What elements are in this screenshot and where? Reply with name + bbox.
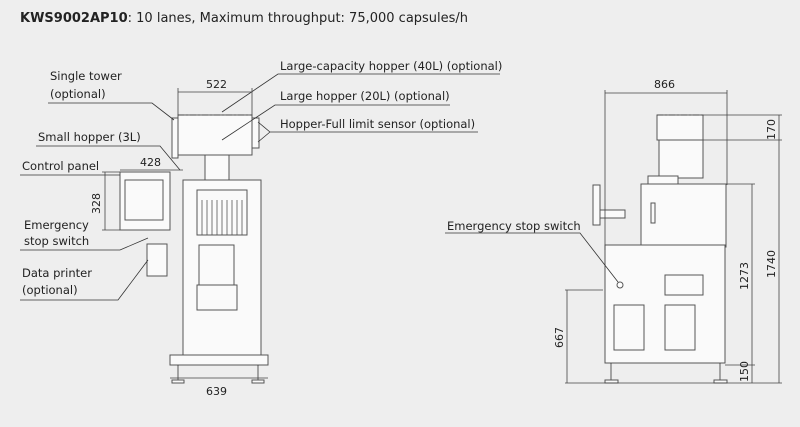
label-small-hopper: Small hopper (3L) <box>38 130 141 144</box>
single-tower <box>171 117 179 159</box>
label-hopper-sensor: Hopper-Full limit sensor (optional) <box>280 117 475 131</box>
label-stop-switch: stop switch <box>24 234 89 248</box>
dim-328: 328 <box>90 193 103 214</box>
dim-170: 170 <box>765 119 778 140</box>
front-view-machine <box>119 114 269 384</box>
label-side-emergency: Emergency stop switch <box>447 219 581 233</box>
dim-428: 428 <box>140 156 161 169</box>
front-leaders <box>20 73 500 301</box>
side-view-machine <box>592 114 728 384</box>
dim-150: 150 <box>738 361 751 382</box>
dim-866: 866 <box>654 78 675 91</box>
dim-639: 639 <box>206 385 227 398</box>
dim-1273: 1273 <box>738 262 751 290</box>
label-data-printer-optional: (optional) <box>22 283 78 297</box>
title: KWS9002AP10: 10 lanes, Maximum throughpu… <box>20 11 468 26</box>
label-large-capacity-hopper: Large-capacity hopper (40L) (optional) <box>280 59 502 73</box>
label-single-tower: Single tower <box>50 69 122 83</box>
front-dimension-lines <box>102 88 268 379</box>
hopper-sensor <box>251 117 260 149</box>
label-control-panel: Control panel <box>22 159 99 173</box>
side-emergency-leader <box>445 232 619 283</box>
label-single-tower-optional: (optional) <box>50 87 106 101</box>
dim-1740: 1740 <box>765 250 778 278</box>
dim-522: 522 <box>206 78 227 91</box>
emergency-stop-switch <box>616 281 624 289</box>
side-control-panel <box>592 184 601 226</box>
dim-667: 667 <box>553 327 566 348</box>
label-emergency: Emergency <box>24 218 89 232</box>
data-printer <box>146 243 168 277</box>
label-large-hopper: Large hopper (20L) (optional) <box>280 89 450 103</box>
side-dimension-lines <box>565 90 782 384</box>
label-data-printer: Data printer <box>22 266 92 280</box>
